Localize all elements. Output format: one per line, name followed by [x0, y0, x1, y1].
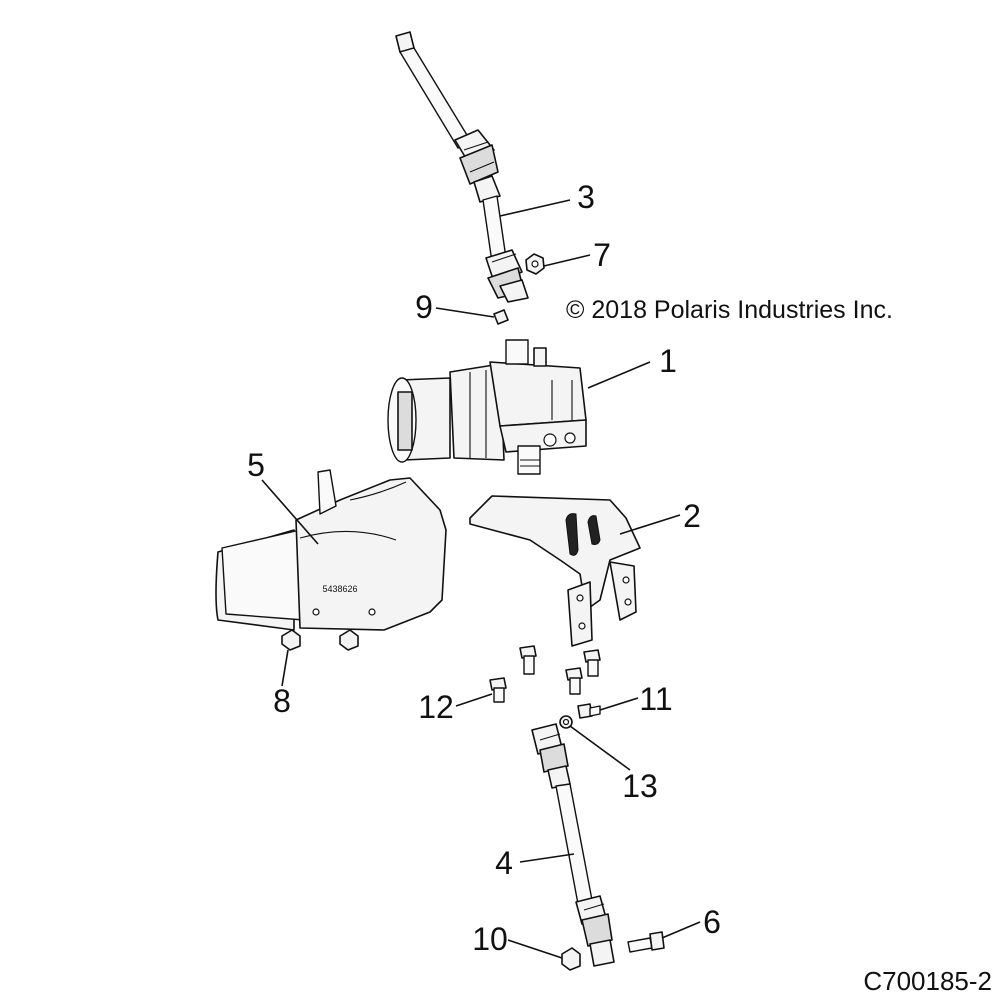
- leader-line-13: [569, 725, 631, 771]
- callout-3: 3: [577, 179, 595, 215]
- shield-part-number: 5438626: [322, 584, 357, 594]
- steering-shield: 5438626: [215, 469, 447, 631]
- leader-line-10: [507, 939, 563, 959]
- bolt-part-12-a: [519, 645, 537, 675]
- callout-4: 4: [495, 845, 513, 881]
- callout-5: 5: [247, 447, 265, 483]
- callout-6: 6: [703, 904, 721, 940]
- bolt-part-6: [627, 931, 665, 953]
- leader-lines: [261, 199, 701, 959]
- lower-steering-shaft: [531, 723, 615, 967]
- washer-part-13: [559, 715, 573, 729]
- callout-13: 13: [622, 768, 658, 804]
- leader-line-5: [261, 479, 319, 545]
- callout-7: 7: [593, 237, 611, 273]
- leader-line-3: [499, 199, 571, 217]
- steering-gear-unit: [387, 339, 587, 475]
- leader-line-9: [435, 307, 495, 318]
- leader-line-12: [455, 693, 493, 707]
- bolt-part-12-b: [583, 649, 601, 677]
- callout-9: 9: [415, 289, 433, 325]
- leader-line-1: [587, 361, 651, 389]
- nut-part-8-a: [281, 629, 301, 651]
- callout-10: 10: [472, 921, 508, 957]
- callout-8: 8: [273, 683, 291, 719]
- upper-steering-shaft: [395, 31, 529, 303]
- mounting-bracket: [469, 495, 641, 647]
- figure-id: C700185-2: [863, 966, 992, 996]
- callout-labels: 1 2 3 4 5 6 7 8 9 10 11 12 13: [247, 179, 721, 957]
- leader-line-2: [619, 514, 681, 535]
- bolt-part-12-c: [489, 677, 507, 703]
- nut-part-10: [561, 947, 581, 971]
- bolt-part-9: [493, 309, 509, 325]
- leader-line-8: [281, 649, 289, 687]
- nut-part-8-b: [339, 629, 359, 651]
- callout-11: 11: [639, 681, 672, 717]
- leader-line-6: [661, 921, 701, 939]
- nut-part-7: [525, 253, 545, 275]
- callout-2: 2: [683, 498, 701, 534]
- bolt-part-11: [577, 703, 601, 719]
- callout-1: 1: [659, 343, 677, 379]
- bolt-part-12-d: [565, 667, 583, 695]
- callout-12: 12: [418, 689, 454, 725]
- leader-line-4: [519, 853, 575, 863]
- leader-line-7: [543, 254, 591, 267]
- copyright-notice: © 2018 Polaris Industries Inc.: [566, 296, 893, 324]
- leader-line-11: [599, 697, 639, 711]
